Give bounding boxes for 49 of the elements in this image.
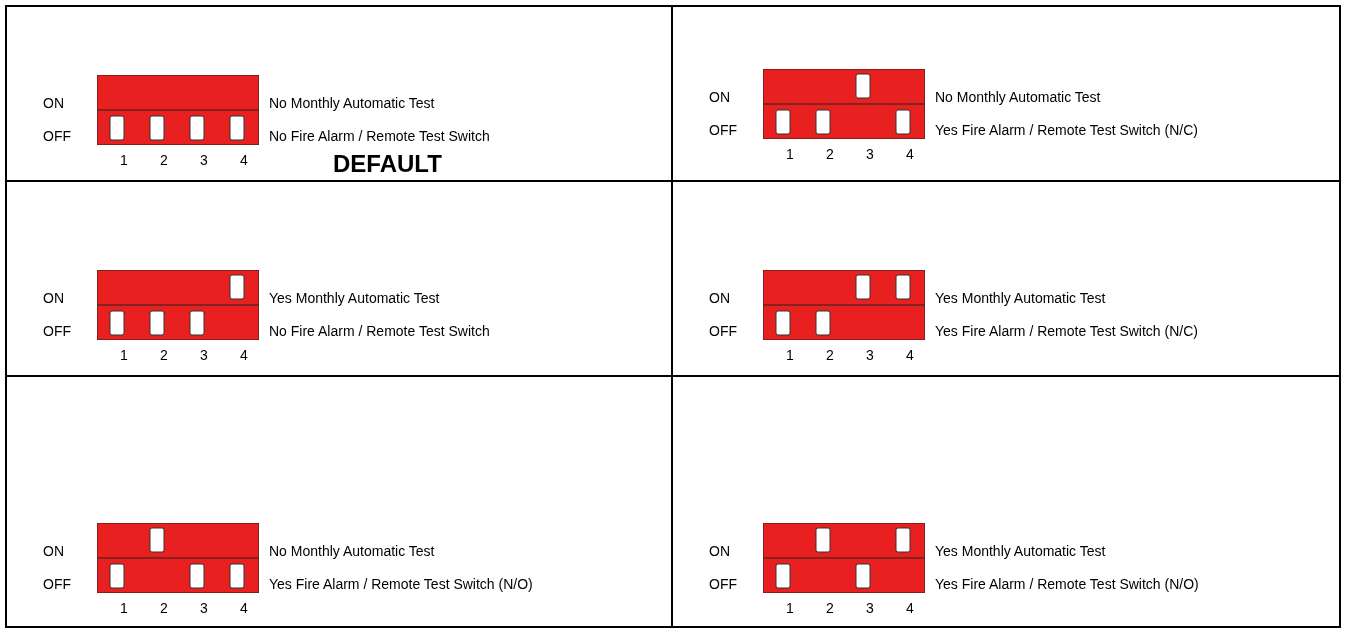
switch-number: 1 (786, 600, 794, 616)
switch-number: 4 (906, 600, 914, 616)
switch-position-label: OFF (709, 576, 737, 592)
setting-description: No Fire Alarm / Remote Test Switch (269, 128, 490, 144)
switch-position-label: OFF (709, 323, 737, 339)
switch-number: 4 (906, 146, 914, 162)
setting-description: No Monthly Automatic Test (269, 543, 435, 559)
switch-number: 4 (906, 347, 914, 363)
switch-position-label: OFF (43, 576, 71, 592)
switch-number: 1 (120, 152, 128, 168)
switch-number: 3 (200, 152, 208, 168)
setting-description: Yes Monthly Automatic Test (935, 290, 1106, 306)
switch-number: 2 (160, 347, 168, 363)
switch-number: 3 (200, 600, 208, 616)
switch-number: 3 (866, 347, 874, 363)
switch-position-label: OFF (709, 122, 737, 138)
switch-position-label: ON (43, 95, 64, 111)
setting-description: No Monthly Automatic Test (935, 89, 1101, 105)
switch-number: 2 (826, 347, 834, 363)
switch-number: 3 (200, 347, 208, 363)
switch-position-label: OFF (43, 323, 71, 339)
switch-position-label: ON (43, 290, 64, 306)
switch-number: 1 (786, 347, 794, 363)
switch-position-label: ON (709, 290, 730, 306)
setting-description: Yes Monthly Automatic Test (269, 290, 440, 306)
switch-number: 3 (866, 146, 874, 162)
switch-number: 4 (240, 347, 248, 363)
switch-number: 1 (786, 146, 794, 162)
switch-position-label: ON (709, 543, 730, 559)
switch-number: 2 (160, 152, 168, 168)
switch-number: 2 (826, 146, 834, 162)
setting-description: No Fire Alarm / Remote Test Switch (269, 323, 490, 339)
switch-number: 4 (240, 600, 248, 616)
default-heading: DEFAULT (333, 151, 442, 177)
setting-description: Yes Fire Alarm / Remote Test Switch (N/C) (935, 323, 1198, 339)
switch-position-label: ON (43, 543, 64, 559)
switch-number: 2 (826, 600, 834, 616)
switch-position-label: ON (709, 89, 730, 105)
setting-description: Yes Fire Alarm / Remote Test Switch (N/C) (935, 122, 1198, 138)
switch-position-label: OFF (43, 128, 71, 144)
switch-number: 4 (240, 152, 248, 168)
setting-description: No Monthly Automatic Test (269, 95, 435, 111)
setting-description: Yes Monthly Automatic Test (935, 543, 1106, 559)
setting-description: Yes Fire Alarm / Remote Test Switch (N/O) (935, 576, 1199, 592)
switch-number: 1 (120, 347, 128, 363)
switch-number: 2 (160, 600, 168, 616)
switch-number: 1 (120, 600, 128, 616)
switch-number: 3 (866, 600, 874, 616)
setting-description: Yes Fire Alarm / Remote Test Switch (N/O) (269, 576, 533, 592)
